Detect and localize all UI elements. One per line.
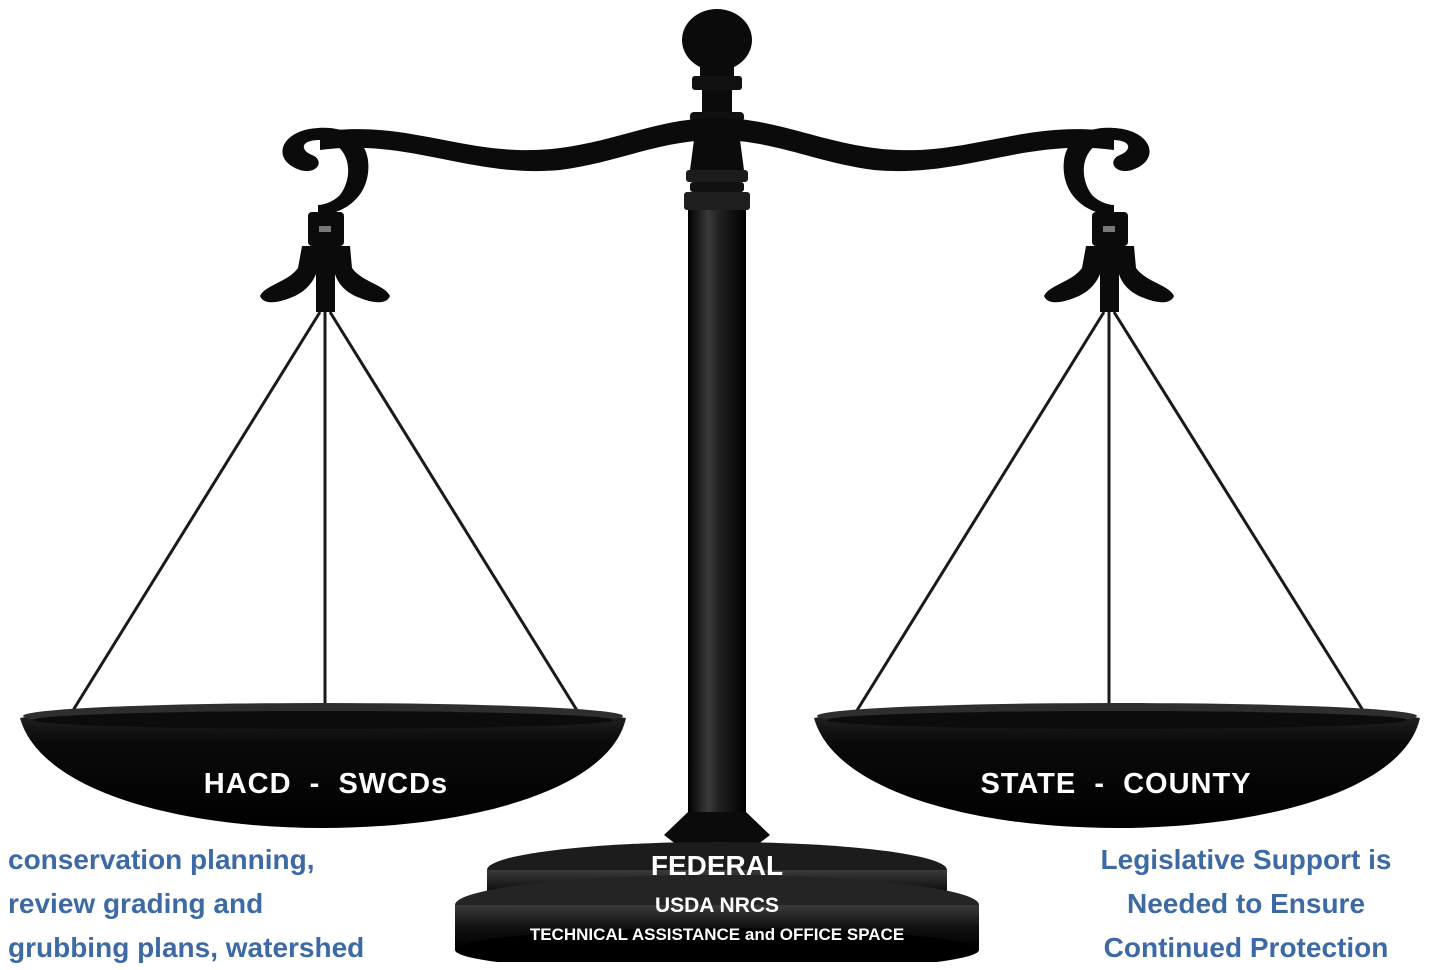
right-caption-line: Legislative Support is (1100, 844, 1392, 875)
right-caption-line: Continued Protection (1103, 932, 1389, 963)
right-pan (814, 703, 1420, 828)
left-caption: conservation planning, review grading an… (8, 838, 364, 970)
right-pan-label: STATE - COUNTY (980, 768, 1252, 800)
right-hanger (1044, 212, 1174, 312)
finial (682, 9, 752, 122)
left-pan (20, 703, 626, 828)
scale-base (455, 842, 979, 962)
scale-beam (282, 118, 1150, 215)
right-caption: Legislative Support is Needed to Ensure … (1066, 838, 1426, 970)
left-caption-line: conservation planning, (8, 844, 315, 875)
center-pole (664, 140, 770, 858)
base-detail: TECHNICAL ASSISTANCE and OFFICE SPACE (529, 925, 905, 944)
right-caption-line: Needed to Ensure (1126, 888, 1366, 919)
left-caption-line: review grading and (8, 888, 264, 919)
left-hanger (260, 212, 390, 312)
left-caption-line: grubbing plans, watershed (8, 932, 365, 963)
left-pan-label: HACD - SWCDs (203, 768, 449, 800)
right-strings (854, 311, 1366, 713)
base-subtitle: USDA NRCS (654, 894, 780, 917)
left-strings (70, 311, 580, 713)
base-title: FEDERAL (650, 850, 784, 881)
